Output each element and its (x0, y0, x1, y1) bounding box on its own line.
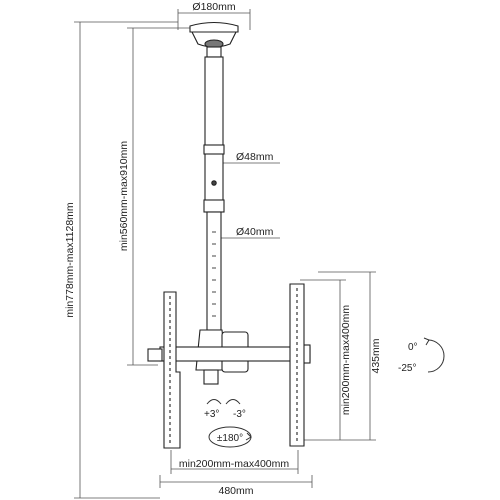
total-width-label: 480mm (218, 485, 253, 497)
level-arrow-right-icon (225, 399, 241, 405)
vertical-hole-spacing-label: min200mm-max400mm (340, 305, 352, 416)
dimension-lines (74, 9, 376, 499)
upper-tube-diameter-label: Ø48mm (236, 151, 274, 163)
total-height-label: min778mm-max1128mm (64, 202, 76, 318)
swivel-label: ±180° (217, 433, 243, 444)
horizontal-hole-spacing-label: min200mm-max400mm (179, 458, 290, 470)
right-bracket (289, 283, 305, 447)
base-diameter-label: Ø180mm (192, 1, 235, 13)
left-bracket (163, 291, 181, 449)
tilt-upper-label: 0° (408, 342, 418, 353)
lower-tube-diameter-label: Ø40mm (236, 226, 274, 238)
tilt-lower-label: -25° (398, 363, 416, 374)
base-collar (206, 46, 222, 58)
swivel-arrow-head-icon (245, 432, 252, 441)
lower-tube (206, 211, 222, 331)
horizontal-bar (159, 346, 311, 362)
bracket-height-label: 435mm (370, 338, 382, 373)
bar-end-knob-left (147, 348, 163, 362)
mount-drawing (147, 21, 311, 449)
level-right-label: -3° (233, 409, 246, 420)
level-left-label: +3° (204, 409, 219, 420)
upper-tube-band (203, 144, 225, 155)
upper-tube (204, 56, 224, 210)
tube-graduations (212, 231, 216, 317)
swivel-lower (203, 369, 219, 385)
level-arrow-left-icon (206, 399, 222, 405)
tube-bolt (211, 180, 217, 186)
pole-length-label: min560mm-max910mm (118, 141, 130, 252)
tube-clamp (203, 199, 225, 213)
tilt-arrow-icon (427, 339, 445, 373)
adjustment-symbols (206, 337, 445, 448)
ceiling-plate (189, 21, 239, 33)
tilt-arrow-head-icon (423, 337, 430, 346)
